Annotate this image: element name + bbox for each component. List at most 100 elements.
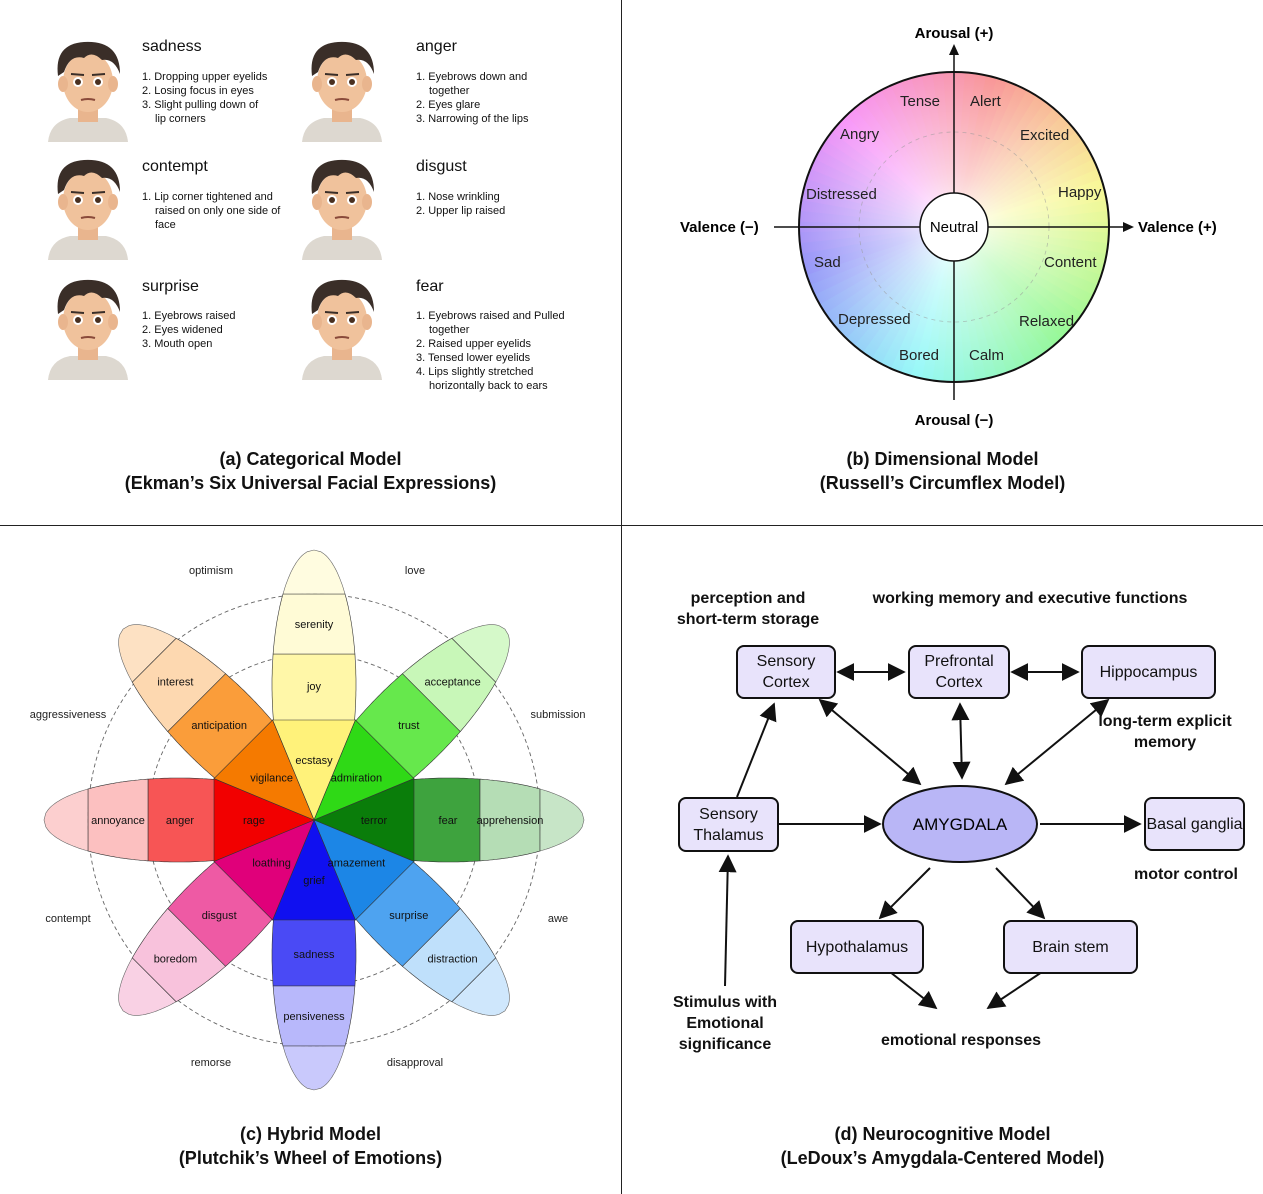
caption-subtitle: (Russell’s Circumflex Model) [819, 473, 1066, 493]
petal-anticipation [118, 624, 315, 821]
petal-label: anticipation [191, 720, 247, 732]
affect-label: Alert [970, 93, 1002, 110]
arrow-brainstem-responses [986, 971, 1043, 1009]
surprise-face-image [40, 270, 136, 380]
sensory-thalamus-node: Sensory Thalamus [678, 797, 779, 852]
neutral-label: Neutral [930, 219, 978, 236]
petal-label: boredom [154, 954, 197, 966]
cue: 3. Tensed lower eyelids [416, 352, 531, 364]
cue: 1. Lip corner tightened and raised on on… [142, 191, 281, 231]
arousal-positive-label: Arousal (+) [915, 25, 994, 42]
emotion-cues: 1. Eyebrows raised and Pulled together 2… [416, 309, 566, 393]
petal-label-layer: ecstasyjoyserenityadmirationtrustaccepta… [91, 619, 543, 1023]
petal-label: joy [306, 681, 322, 693]
emotion-name: surprise [142, 278, 199, 295]
petal-label: apprehension [477, 815, 544, 827]
petal-label: sadness [294, 949, 335, 961]
working-memory-label: working memory and executive functions [872, 590, 1188, 607]
petal-trust [313, 624, 510, 821]
affect-label: Sad [814, 254, 841, 271]
affect-labels: Tense Alert Angry Excited Distressed Hap… [806, 93, 1102, 364]
valence-negative-label: Valence (−) [680, 219, 759, 236]
petal-fear [313, 777, 585, 863]
petal-label: interest [157, 676, 193, 688]
cue: 2. Losing focus in eyes [142, 85, 254, 97]
emotion-name: sadness [142, 38, 202, 55]
emotion-name: contempt [142, 158, 208, 175]
petal-label: vigilance [250, 773, 293, 785]
plutchik-wheel: ecstasyjoyserenityadmirationtrustaccepta… [30, 549, 586, 1091]
dyad-label: submission [530, 709, 585, 721]
emotion-cues: 1. Nose wrinkling 2. Upper lip raised [416, 190, 556, 218]
disgust-face-image [294, 150, 390, 260]
petal-label: annoyance [91, 815, 145, 827]
petal-label: serenity [295, 619, 334, 631]
caption-a: (a) Categorical Model (Ekman’s Six Unive… [0, 447, 621, 495]
petal-label: amazement [328, 857, 385, 869]
brain-stem-node: Brain stem [1003, 920, 1138, 974]
affect-label: Happy [1058, 184, 1102, 201]
arrow-stimulus-thalamus [718, 854, 737, 987]
petal-anger [43, 777, 315, 863]
long-term-memory-label: long-term explicit memory [1098, 713, 1232, 751]
emotion-name: disgust [416, 158, 467, 175]
horizontal-divider [0, 525, 1263, 526]
petal-label: terror [361, 815, 388, 827]
arrow-amygdala-brainstem [995, 867, 1046, 920]
arrow-sensory-amygdala [818, 698, 922, 786]
hippocampus-node: Hippocampus [1081, 645, 1216, 699]
petal-label: distraction [428, 954, 478, 966]
affect-label: Angry [840, 126, 880, 143]
cue: 1. Dropping upper eyelids [142, 71, 268, 83]
amygdala-label: AMYGDALA [913, 815, 1008, 834]
sadness-face-image [40, 32, 136, 142]
affect-label: Excited [1020, 127, 1069, 144]
dyad-label: awe [548, 913, 568, 925]
cue: 3. Mouth open [142, 338, 213, 350]
petal-label: admiration [331, 773, 382, 785]
valence-positive-label: Valence (+) [1138, 219, 1217, 236]
petal-segment [118, 957, 177, 1016]
cue: 1. Eyebrows raised [142, 310, 236, 322]
cue: 3. Narrowing of the lips [416, 113, 529, 125]
affect-label: Relaxed [1019, 313, 1074, 330]
petal-disgust [118, 819, 315, 1016]
caption-title: (d) Neurocognitive Model [834, 1124, 1051, 1144]
caption-subtitle: (Ekman’s Six Universal Facial Expression… [124, 473, 497, 493]
affect-label: Depressed [838, 311, 911, 328]
petal-label: disgust [202, 910, 237, 922]
amygdala-node [882, 785, 1038, 863]
dyad-labels: optimism love submission awe disapproval… [30, 565, 586, 1069]
caption-subtitle: (LeDoux’s Amygdala-Centered Model) [780, 1148, 1105, 1168]
cue: 1. Nose wrinkling [416, 191, 500, 203]
cue: 2. Raised upper eyelids [416, 338, 531, 350]
petal-segment [451, 957, 510, 1016]
affect-label: Calm [969, 347, 1004, 364]
prefrontal-cortex-node: Prefrontal Cortex [908, 645, 1010, 699]
arrow-prefrontal-amygdala [951, 702, 971, 780]
petal-segment [539, 788, 585, 852]
hypothalamus-node: Hypothalamus [790, 920, 924, 974]
cue: 4. Lips slightly stretched horizontally … [416, 366, 548, 392]
petal-label: grief [303, 875, 325, 887]
emotion-cues: 1. Dropping upper eyelids 2. Losing focu… [142, 70, 272, 126]
dyad-label: remorse [191, 1057, 231, 1069]
affect-label: Distressed [806, 186, 877, 203]
basal-ganglia-node: Basal ganglia [1144, 797, 1245, 851]
dyad-label: love [405, 565, 425, 577]
petal-label: acceptance [424, 676, 480, 688]
motor-control-label: motor control [1134, 866, 1238, 883]
cue: 2. Eyes widened [142, 324, 223, 336]
affect-label: Tense [900, 93, 940, 110]
arrow-hypothalamus-responses [889, 971, 938, 1010]
amygdala-diagram-arrows: AMYGDALA [718, 663, 1142, 1010]
caption-d: (d) Neurocognitive Model (LeDoux’s Amygd… [622, 1122, 1263, 1170]
emotion-cues: 1. Eyebrows raised 2. Eyes widened 3. Mo… [142, 309, 282, 351]
arrow-amygdala-hypothalamus [878, 867, 931, 920]
fear-face-image [294, 270, 390, 380]
petal-joy [271, 549, 357, 821]
petal-label: pensiveness [283, 1011, 345, 1023]
dyad-label: disapproval [387, 1057, 443, 1069]
emotional-responses-label: emotional responses [880, 1032, 1042, 1049]
caption-c: (c) Hybrid Model (Plutchik’s Wheel of Em… [0, 1122, 621, 1170]
